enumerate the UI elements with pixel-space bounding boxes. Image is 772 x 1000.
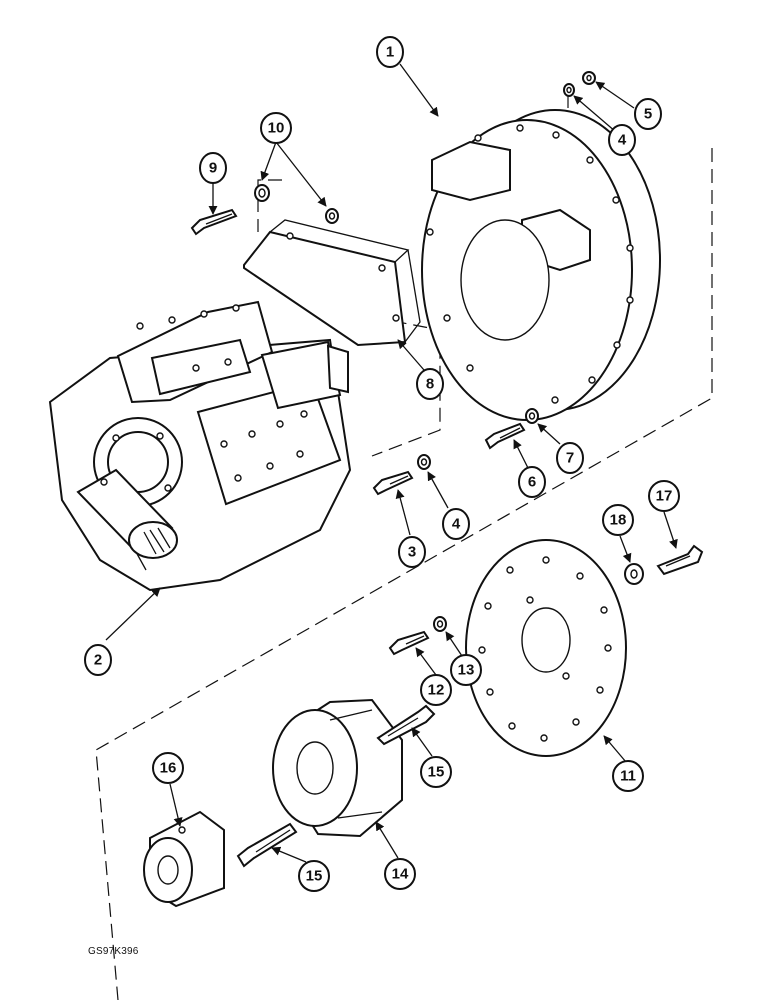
svg-text:4: 4 (452, 516, 461, 533)
callout-1: 1 (376, 36, 404, 68)
svg-text:13: 13 (458, 662, 475, 679)
svg-text:4: 4 (618, 132, 627, 149)
callout-18: 18 (602, 504, 634, 536)
callout-2: 2 (84, 644, 112, 676)
flexible-coupling-block (272, 698, 403, 838)
svg-text:8: 8 (426, 376, 434, 393)
svg-text:10: 10 (268, 120, 285, 137)
callout-9: 9 (199, 152, 227, 184)
coupling-hub (143, 810, 225, 908)
svg-text:15: 15 (306, 868, 323, 885)
leader-lines (105, 63, 678, 863)
nut-5 (582, 71, 596, 85)
svg-text:3: 3 (408, 544, 416, 561)
washer-7 (525, 408, 539, 424)
bolt-3 (372, 470, 414, 496)
disc-bolt-holes (478, 556, 612, 742)
svg-text:18: 18 (610, 512, 627, 529)
svg-text:6: 6 (528, 474, 536, 491)
washer-10b (325, 208, 339, 224)
callout-5: 5 (634, 98, 662, 130)
callout-3: 3 (398, 536, 426, 568)
bolt-9 (190, 208, 238, 236)
callout-13: 13 (450, 654, 482, 686)
svg-text:1: 1 (386, 44, 394, 61)
callout-17: 17 (648, 480, 680, 512)
bolt-15-lower (236, 822, 298, 868)
callout-15-a: 15 (420, 756, 452, 788)
housing-bolt-holes (426, 124, 634, 404)
callout-12: 12 (420, 674, 452, 706)
washer-10a (254, 184, 270, 202)
svg-text:11: 11 (620, 768, 636, 785)
svg-text:17: 17 (656, 488, 673, 505)
washer-4-mid (417, 454, 431, 470)
washer-18 (624, 563, 644, 585)
callout-7: 7 (556, 442, 584, 474)
svg-text:15: 15 (428, 764, 445, 781)
bolt-17 (656, 544, 704, 576)
svg-text:5: 5 (644, 106, 652, 123)
callout-10: 10 (260, 112, 292, 144)
callout-15-b: 15 (298, 860, 330, 892)
bolt-6 (484, 422, 526, 450)
bolt-15-upper (376, 704, 436, 746)
figure-code: GS97K396 (88, 946, 139, 957)
svg-text:2: 2 (94, 652, 102, 669)
svg-text:7: 7 (566, 450, 574, 467)
svg-text:14: 14 (392, 866, 409, 883)
bolt-12 (388, 630, 430, 656)
adapter-housing (421, 109, 661, 421)
callouts: 1 2 3 4 4 5 6 7 8 9 10 11 12 13 14 15 15… (84, 36, 680, 892)
hydraulic-pump (48, 300, 352, 592)
callout-6: 6 (518, 466, 546, 498)
callout-4-a: 4 (608, 124, 636, 156)
fasteners (190, 71, 704, 868)
svg-text:9: 9 (209, 160, 217, 177)
mounting-bracket (243, 219, 421, 347)
callout-11: 11 (612, 760, 644, 792)
svg-text:16: 16 (160, 760, 177, 777)
washer-4-top (563, 83, 575, 97)
washer-13 (433, 616, 447, 632)
callout-8: 8 (416, 368, 444, 400)
svg-text:12: 12 (428, 682, 445, 699)
callout-16: 16 (152, 752, 184, 784)
coupling-disc (465, 539, 627, 757)
callout-14: 14 (384, 858, 416, 890)
callout-4-b: 4 (442, 508, 470, 540)
pump-bolt-holes (100, 304, 308, 492)
